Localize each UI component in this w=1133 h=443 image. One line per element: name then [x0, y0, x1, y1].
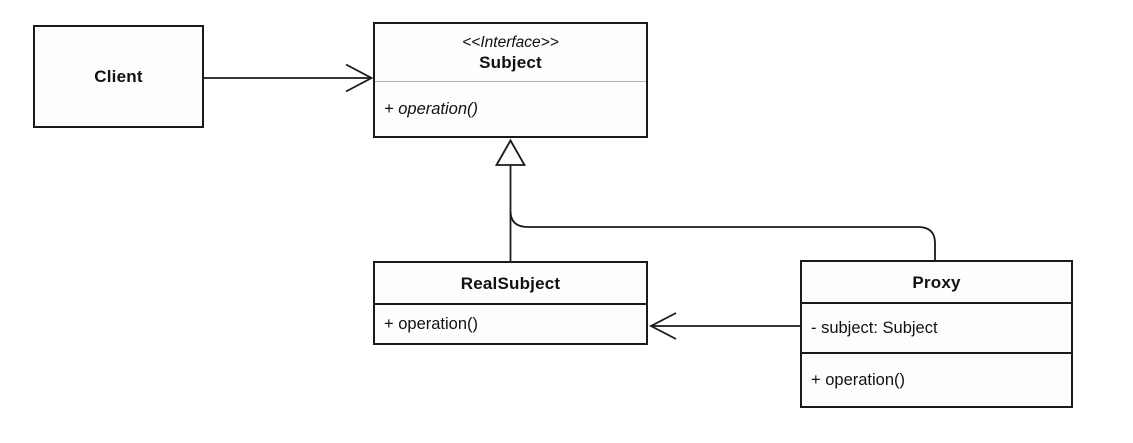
class-subject-operation: + operation() — [384, 99, 479, 118]
open-arrowhead-icon — [649, 312, 677, 340]
realization-tree-subject — [494, 138, 936, 261]
class-client: Client — [33, 25, 204, 128]
class-client-header: Client — [35, 27, 202, 126]
class-proxy-operation: + operation() — [811, 370, 906, 389]
realization-branch-proxy — [509, 210, 936, 261]
class-subject-name: Subject — [479, 52, 542, 72]
class-subject: <<Interface>> Subject + operation() — [373, 22, 648, 138]
class-client-name: Client — [94, 67, 143, 86]
class-realsubject-header: RealSubject — [375, 263, 646, 305]
association-client-subject — [204, 63, 374, 93]
class-proxy: Proxy - subject: Subject + operation() — [800, 260, 1073, 408]
class-realsubject-name: RealSubject — [460, 273, 561, 293]
class-subject-header: <<Interface>> Subject — [375, 24, 646, 82]
class-proxy-header: Proxy — [802, 262, 1071, 304]
class-proxy-attribute: - subject: Subject — [802, 304, 1071, 354]
class-proxy-name: Proxy — [912, 272, 961, 292]
open-arrowhead-icon — [345, 63, 374, 93]
association-proxy-realsubject — [649, 312, 800, 340]
hollow-triangle-arrowhead-icon — [494, 138, 527, 166]
class-realsubject-operation: + operation() — [384, 314, 479, 333]
class-realsubject: RealSubject + operation() — [373, 261, 648, 345]
class-subject-stereotype: <<Interface>> — [462, 33, 559, 51]
